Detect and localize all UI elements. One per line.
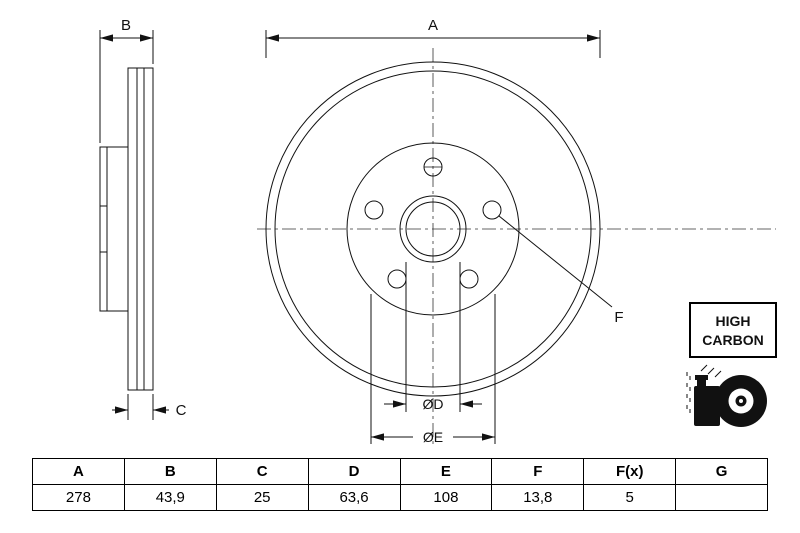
dim-c-extension-lines	[127, 394, 154, 420]
high-carbon-box	[689, 302, 777, 358]
friction-ring-section	[127, 67, 154, 391]
table-value-row: 278 43,9 25 63,6 108 13,8 5	[32, 484, 768, 511]
center-bore-circle	[405, 201, 461, 257]
dim-label-d: ØD	[423, 396, 444, 412]
dim-label-f: F	[614, 309, 623, 326]
disc-symbol-icon	[715, 375, 767, 427]
col-header-d: D	[307, 458, 401, 485]
value-b: 43,9	[123, 484, 217, 511]
col-header-f: F	[491, 458, 585, 485]
hat-circle	[346, 142, 520, 316]
value-a: 278	[32, 484, 125, 511]
dimension-labels: B A C ØD ØE F	[121, 17, 624, 445]
bolt-hole	[482, 200, 502, 220]
value-fx: 5	[583, 484, 677, 511]
outer-diameter-circle	[265, 61, 601, 397]
dimensions-table-wrap: A B C D E F F(x) G 278 43,9 25 63,6 108 …	[32, 458, 768, 511]
technical-drawing: B A C ØD ØE F HIGH CARBON	[99, 17, 777, 447]
fine-print-marks	[686, 372, 691, 413]
dim-label-b: B	[121, 17, 131, 34]
high-carbon-badge: HIGH CARBON	[689, 302, 777, 358]
bolt-hole	[387, 269, 407, 289]
section-view	[99, 30, 169, 420]
dim-label-e: ØE	[423, 429, 443, 445]
dim-label-c: C	[176, 402, 187, 419]
dim-e-extension-lines	[370, 294, 496, 444]
vent-channel-lines	[136, 68, 145, 390]
spray-marks	[700, 364, 722, 378]
dim-b-extension-lines	[99, 30, 154, 143]
bolt-hole	[459, 269, 479, 289]
value-c: 25	[215, 484, 309, 511]
col-header-e: E	[399, 458, 493, 485]
value-g	[675, 484, 768, 511]
hat-section	[99, 146, 128, 312]
dimensions-table: A B C D E F F(x) G 278 43,9 25 63,6 108 …	[32, 458, 768, 511]
table-header-row: A B C D E F F(x) G	[32, 458, 768, 485]
bolt-hole	[364, 200, 384, 220]
high-carbon-line2: CARBON	[702, 332, 763, 348]
dim-f-leader-line	[498, 215, 613, 308]
dim-label-a: A	[428, 17, 438, 34]
col-header-b: B	[123, 458, 217, 485]
dim-d-extension-lines	[405, 262, 461, 412]
col-header-g: G	[675, 458, 768, 485]
coated-disc-icon	[686, 364, 767, 427]
outer-chamfer-circle	[274, 70, 592, 388]
front-view	[257, 30, 776, 447]
col-header-a: A	[32, 458, 125, 485]
value-d: 63,6	[307, 484, 401, 511]
pilot-circle	[399, 195, 467, 263]
col-header-c: C	[215, 458, 309, 485]
value-f: 13,8	[491, 484, 585, 511]
value-e: 108	[399, 484, 493, 511]
col-header-fx: F(x)	[583, 458, 677, 485]
coating-can-icon	[694, 375, 720, 426]
high-carbon-line1: HIGH	[716, 313, 751, 329]
